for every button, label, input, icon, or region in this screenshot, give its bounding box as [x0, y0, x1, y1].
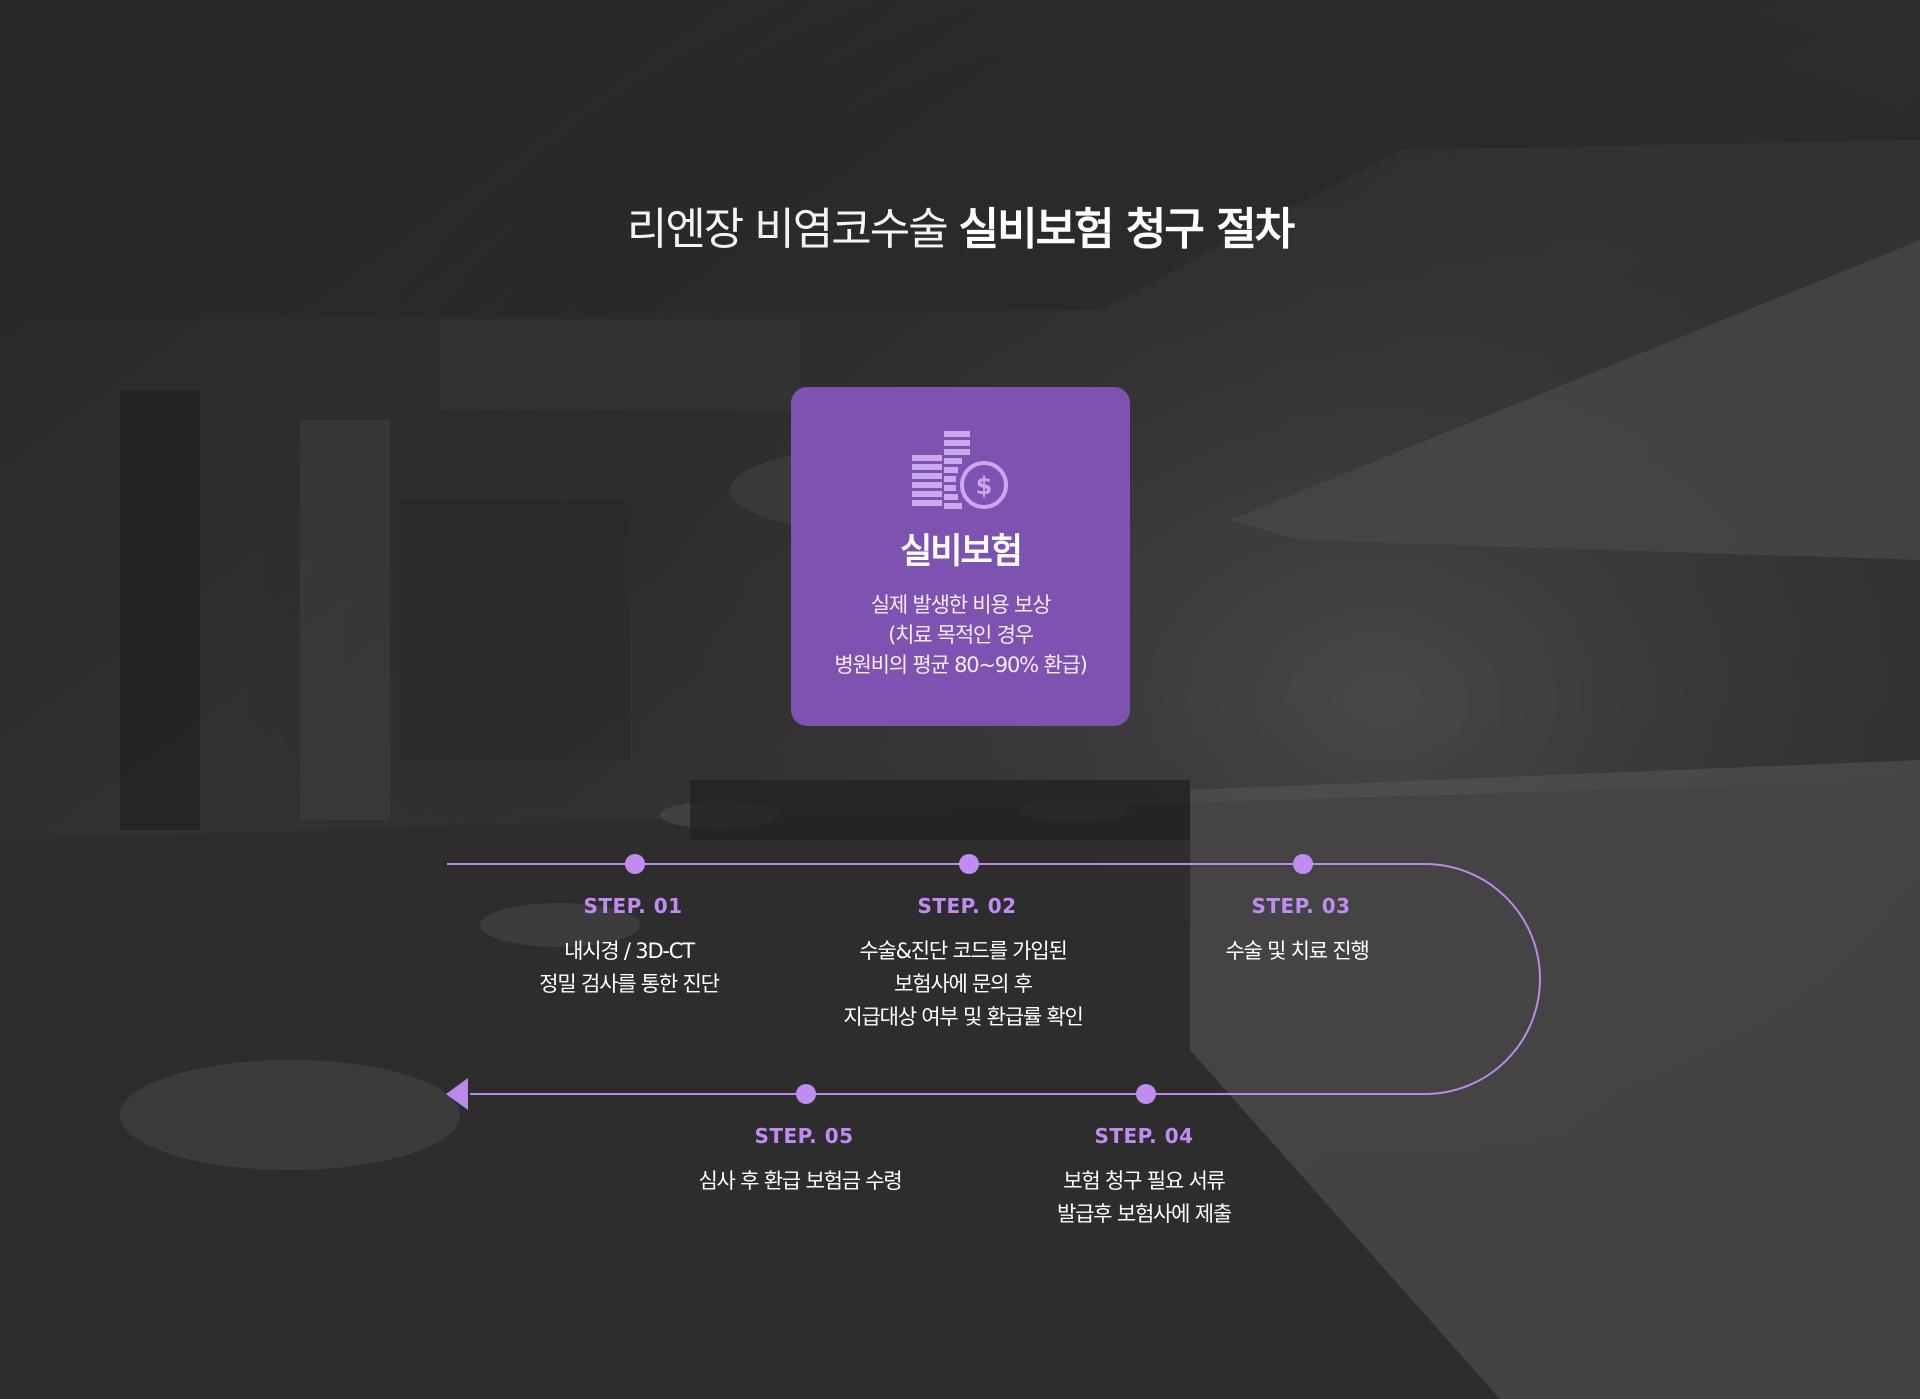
step-node-03	[1293, 854, 1313, 874]
step-text-line: 발급후 보험사에 제출	[1056, 1202, 1232, 1226]
card-title: 실비보험	[900, 532, 1023, 572]
page-title-bold: 실비보험 청구 절차	[958, 204, 1295, 255]
step-node-05	[796, 1084, 816, 1104]
card-desc-line: (치료 목적인 경우	[888, 623, 1034, 647]
page-title-light: 리엔장 비염코수술	[626, 204, 949, 255]
step-text-line: 보험 청구 필요 서류	[1063, 1169, 1226, 1193]
card-description: 실제 발생한 비용 보상 (치료 목적인 경우 병원비의 평균 80~90% 환…	[791, 590, 1130, 680]
svg-text:$: $	[976, 472, 993, 500]
step-text-line: 내시경 / 3D-CT	[564, 939, 695, 963]
step-04-text: 보험 청구 필요 서류 발급후 보험사에 제출	[964, 1165, 1324, 1231]
insurance-card: $ 실비보험 실제 발생한 비용 보상 (치료 목적인 경우 병원비의 평균 8…	[791, 387, 1130, 726]
step-03-label: STEP. 03	[1251, 894, 1351, 918]
step-05-text: 심사 후 환급 보험금 수령	[620, 1165, 980, 1198]
step-node-01	[625, 854, 645, 874]
step-01-text: 내시경 / 3D-CT 정밀 검사를 통한 진단	[449, 935, 809, 1001]
step-text-line: 심사 후 환급 보험금 수령	[698, 1169, 902, 1193]
step-text-line: 수술&진단 코드를 가입된	[859, 939, 1068, 963]
step-04-label: STEP. 04	[1094, 1124, 1194, 1148]
card-desc-line: 병원비의 평균 80~90% 환급)	[834, 653, 1087, 677]
step-text-line: 수술 및 치료 진행	[1225, 939, 1369, 963]
step-text-line: 지급대상 여부 및 환급률 확인	[843, 1005, 1084, 1029]
step-02-label: STEP. 02	[917, 894, 1017, 918]
step-01-label: STEP. 01	[583, 894, 683, 918]
step-03-text: 수술 및 치료 진행	[1117, 935, 1477, 968]
card-desc-line: 실제 발생한 비용 보상	[870, 593, 1052, 617]
flow-arrow-head	[446, 1078, 468, 1110]
flow-line	[447, 863, 1541, 1095]
step-node-04	[1136, 1084, 1156, 1104]
step-text-line: 보험사에 문의 후	[894, 972, 1033, 996]
step-node-02	[959, 854, 979, 874]
step-02-text: 수술&진단 코드를 가입된 보험사에 문의 후 지급대상 여부 및 환급률 확인	[783, 935, 1143, 1034]
page-title: 리엔장 비염코수술 실비보험 청구 절차	[0, 200, 1920, 260]
coins-dollar-icon: $	[912, 431, 1008, 509]
step-05-label: STEP. 05	[754, 1124, 854, 1148]
step-text-line: 정밀 검사를 통한 진단	[539, 972, 720, 996]
